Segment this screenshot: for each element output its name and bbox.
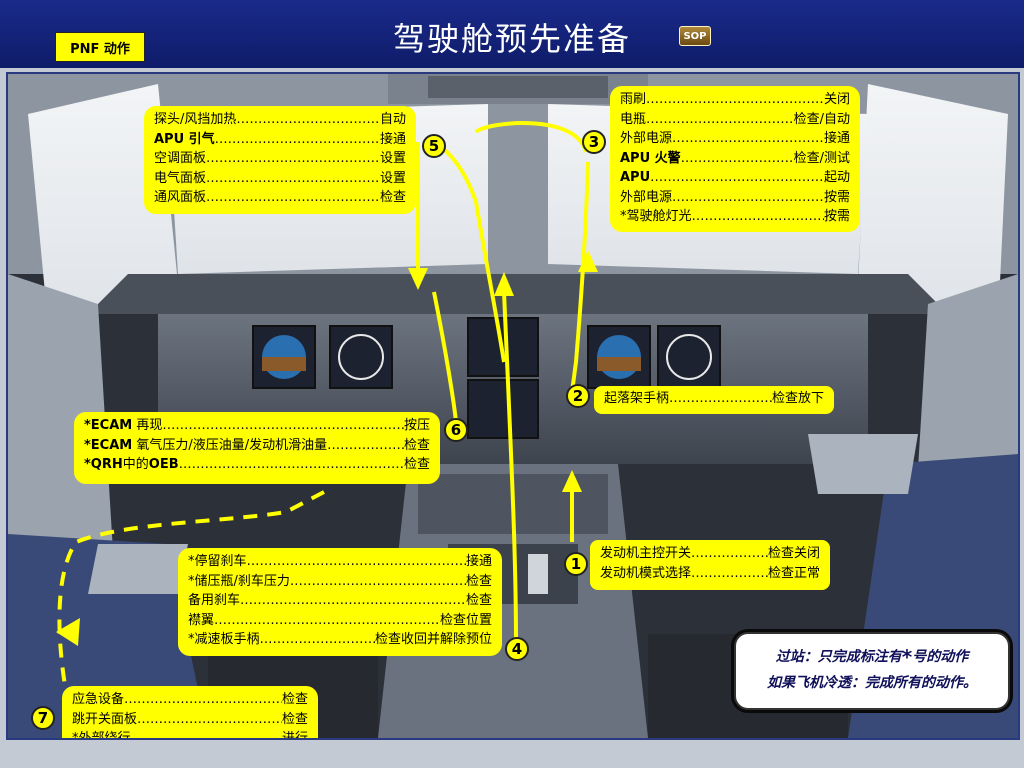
label: 发动机主控开关 bbox=[600, 546, 692, 561]
value: 检查放下 bbox=[771, 391, 824, 406]
arrowhead-5 bbox=[408, 268, 428, 290]
box-4-pedestal-checklist: *停留刹车接通 *储压瓶/刹车压力检查 备用刹车检查 襟翼检查位置 *减速板手柄… bbox=[178, 548, 502, 656]
arrowhead-4 bbox=[494, 272, 514, 296]
step-7-badge: 7 bbox=[31, 706, 55, 730]
step-5-badge: 5 bbox=[422, 134, 446, 158]
value: 设置 bbox=[379, 151, 406, 166]
label: 跳开关面板 bbox=[72, 711, 138, 727]
page-title: 驾驶舱预先准备 bbox=[392, 20, 631, 58]
box-6-ecam-checklist: *ECAM 再现 按压 *ECAM 氧气压力/液压油量/发动机滑油量 检查 *QR… bbox=[74, 412, 440, 484]
label: 发动机模式选择 bbox=[600, 565, 692, 581]
label: 电瓶 bbox=[620, 111, 647, 127]
cockpit-photo: 探头/风挡加热自动 APU 引气接通 空调面板设置 电气面板设置 通风面板检查 … bbox=[6, 72, 1020, 740]
box-3-overhead-checklist: 雨刷 关闭 电瓶 检查/自动 外部电源 接通 APU 火警 检查/测试 APU 起动 外部… bbox=[610, 86, 860, 232]
label: *驾驶舱灯光 bbox=[620, 209, 692, 224]
flow-arrows bbox=[56, 121, 598, 693]
title-bar bbox=[0, 0, 1024, 68]
label: 电气面板 bbox=[154, 170, 207, 186]
arrowhead-7 bbox=[56, 618, 80, 646]
value: 检查 bbox=[465, 593, 492, 608]
value: 设置 bbox=[379, 170, 406, 186]
value: 检查 bbox=[281, 711, 308, 727]
pnf-label: PNF 动作 bbox=[55, 32, 145, 62]
label: 备用刹车 bbox=[188, 593, 241, 608]
value: 检查位置 bbox=[439, 612, 492, 628]
arrow-4-up bbox=[502, 291, 518, 643]
note-star: * bbox=[901, 645, 913, 669]
label: 探头/风挡加热 bbox=[154, 112, 237, 127]
step-6-badge: 6 bbox=[444, 418, 468, 442]
box-5-overhead-checklist: 探头/风挡加热自动 APU 引气接通 空调面板设置 电气面板设置 通风面板检查 bbox=[144, 106, 416, 214]
value: 接通 bbox=[823, 131, 850, 146]
arrowhead-2 bbox=[578, 250, 598, 272]
label: APU 火警 bbox=[620, 150, 681, 166]
label: APU bbox=[620, 170, 651, 185]
value: 自动 bbox=[379, 112, 406, 127]
value: 检查 bbox=[281, 692, 308, 707]
label: *停留刹车 bbox=[188, 554, 247, 569]
label: 外部电源 bbox=[620, 131, 673, 146]
value: 接通 bbox=[379, 131, 406, 147]
value: 检查收回并解除预位 bbox=[374, 632, 492, 647]
value: 起动 bbox=[823, 170, 850, 185]
value: 按压 bbox=[403, 418, 430, 433]
label: 应急设备 bbox=[72, 692, 125, 707]
label: *ECAM 再现 bbox=[84, 418, 163, 433]
value: 进行 bbox=[281, 731, 308, 740]
step-1-badge: 1 bbox=[564, 552, 588, 576]
note-text: 如果飞机冷透：完成所有的动作。 bbox=[767, 675, 977, 691]
transit-note: 过站：只完成标注有*号的动作 如果飞机冷透：完成所有的动作。 bbox=[734, 632, 1010, 710]
value: 检查 bbox=[403, 437, 430, 453]
box-1-engine-checklist: 发动机主控开关 检查关闭 发动机模式选择 检查正常 bbox=[590, 540, 830, 590]
label: 外部电源 bbox=[620, 189, 673, 205]
value: 检查 bbox=[465, 573, 492, 589]
label: *外部绕行 bbox=[72, 731, 131, 740]
label: 空调面板 bbox=[154, 151, 207, 166]
step-2-badge: 2 bbox=[566, 384, 590, 408]
arrow-dashed-to-7 bbox=[57, 490, 325, 693]
value: 关闭 bbox=[823, 92, 850, 107]
label: *储压瓶/刹车压力 bbox=[188, 573, 290, 589]
arrow-6-to-4 bbox=[432, 291, 458, 423]
label: 襟翼 bbox=[188, 612, 215, 628]
box-2-gear-checklist: 起落架手柄 检查放下 bbox=[594, 386, 834, 414]
value: 检查/测试 bbox=[793, 150, 850, 166]
value: 检查 bbox=[379, 190, 406, 205]
value: 检查/自动 bbox=[793, 111, 850, 127]
value: 检查关闭 bbox=[767, 546, 820, 561]
label: *减速板手柄 bbox=[188, 632, 260, 647]
step-4-badge: 4 bbox=[505, 637, 529, 661]
value: 接通 bbox=[465, 554, 492, 569]
label: 起落架手柄 bbox=[604, 391, 670, 406]
value: 检查 bbox=[403, 457, 430, 472]
sop-icon[interactable]: SOP bbox=[679, 26, 711, 46]
label: 雨刷 bbox=[620, 92, 647, 107]
value: 按需 bbox=[823, 189, 850, 205]
arrow-2-to-3 bbox=[570, 161, 590, 393]
box-7-walkaround-checklist: 应急设备检查 跳开关面板检查 *外部绕行进行 bbox=[62, 686, 318, 740]
value: 检查正常 bbox=[767, 565, 820, 581]
arrow-5-to-6 bbox=[425, 140, 506, 363]
arrowhead-1 bbox=[562, 470, 582, 492]
step-3-badge: 3 bbox=[582, 130, 606, 154]
label: *ECAM 氧气压力/液压油量/发动机滑油量 bbox=[84, 437, 328, 453]
note-text: 过站：只完成标注有 bbox=[775, 649, 902, 665]
label: 通风面板 bbox=[154, 190, 207, 205]
label: APU 引气 bbox=[154, 131, 215, 147]
arrow-3-to-5 bbox=[474, 121, 588, 153]
label: *QRH中的OEB bbox=[84, 457, 179, 472]
value: 按需 bbox=[823, 209, 850, 224]
note-text: 号的动作 bbox=[912, 649, 969, 665]
